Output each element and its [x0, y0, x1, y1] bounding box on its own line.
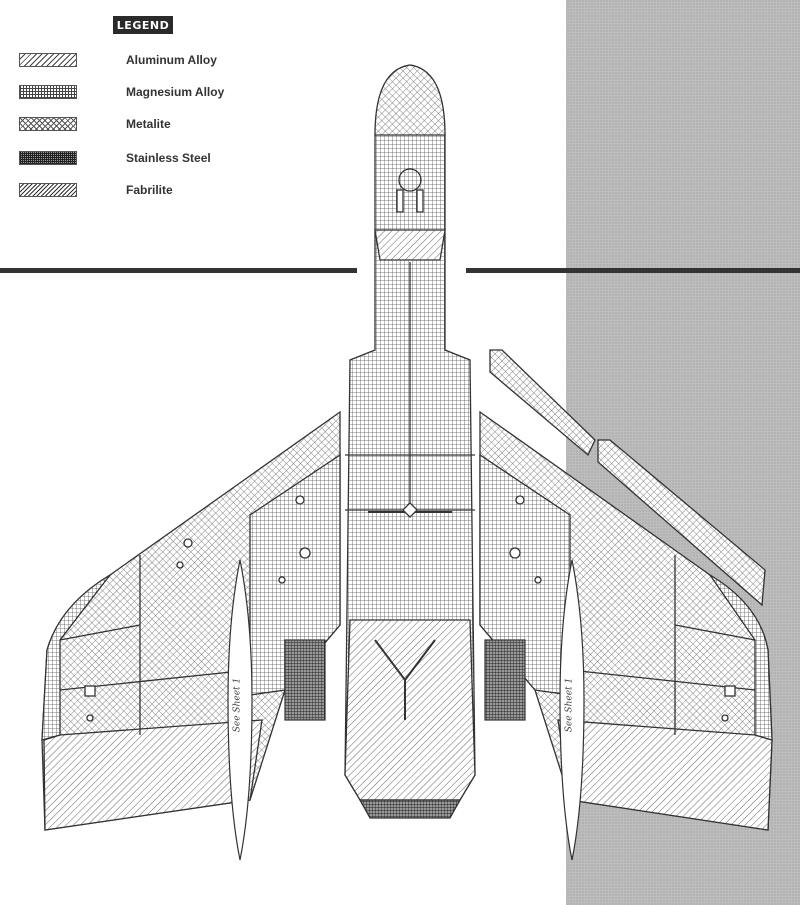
left-wing	[41, 410, 341, 831]
legend-label: Stainless Steel	[126, 151, 211, 165]
legend-label: Magnesium Alloy	[126, 85, 225, 99]
legend-item-stainless: Stainless Steel	[19, 149, 211, 167]
engine-bays	[284, 639, 526, 721]
stainless-swatch	[19, 151, 77, 165]
legend-item-metalite: Metalite	[19, 115, 171, 133]
right-wing	[479, 410, 773, 831]
metalite-swatch	[19, 117, 77, 131]
legend-label: Metalite	[126, 117, 171, 131]
divider-right	[466, 268, 800, 273]
legend-label: Aluminum Alloy	[126, 53, 217, 67]
divider-left	[0, 268, 357, 273]
legend-item-magnesium: Magnesium Alloy	[19, 83, 224, 101]
drop-tank-left-label: See Sheet 1	[232, 677, 243, 733]
legend-item-fabrilite: Fabrilite	[19, 181, 173, 199]
aluminum-swatch	[19, 53, 77, 67]
drop-tank-right	[559, 559, 585, 861]
legend-label: Fabrilite	[126, 183, 173, 197]
detached-slats	[489, 349, 766, 607]
fuselage	[344, 64, 476, 819]
drop-tank-left	[227, 559, 253, 861]
fabrilite-swatch	[19, 183, 77, 197]
legend-item-aluminum: Aluminum Alloy	[19, 51, 217, 69]
legend-title: LEGEND	[113, 16, 173, 34]
magnesium-swatch	[19, 85, 77, 99]
drop-tank-right-label: See Sheet 1	[564, 677, 575, 733]
